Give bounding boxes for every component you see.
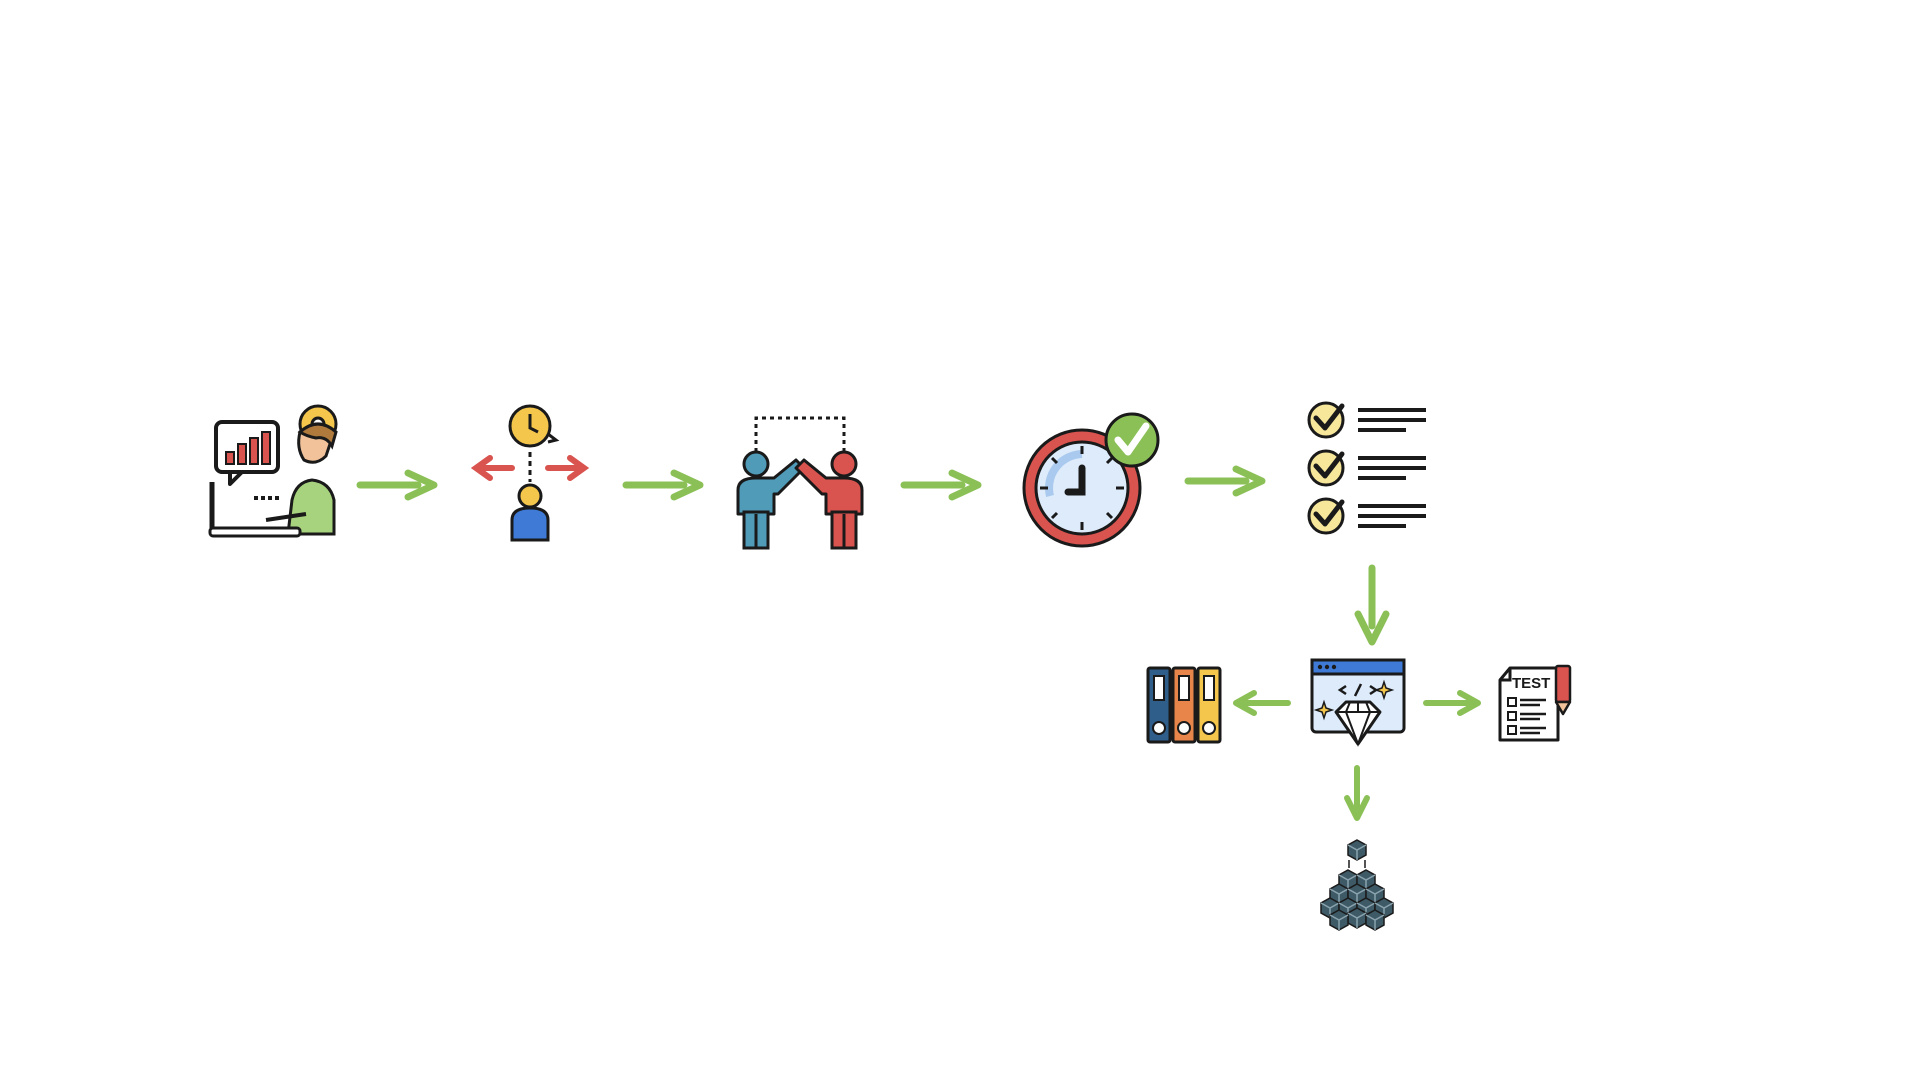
code-diamond-icon (1310, 658, 1406, 748)
checklist-icon (1306, 396, 1432, 538)
binders-icon (1146, 666, 1222, 744)
person-clock-arrows-icon (468, 404, 592, 542)
arrow-down-2 (1342, 765, 1372, 822)
arrow-right-1 (356, 469, 438, 501)
analyst-with-laptop-icon (208, 402, 350, 542)
arrow-right-2 (622, 469, 704, 501)
arrow-right-4 (1184, 465, 1266, 497)
arrow-right-5 (1423, 690, 1482, 716)
arrow-right-3 (900, 469, 982, 501)
arrow-left-1 (1232, 690, 1291, 716)
high-five-icon (734, 416, 866, 550)
cubes-icon (1316, 836, 1398, 931)
test-label: TEST (1512, 675, 1550, 692)
arrow-down-1 (1352, 564, 1392, 646)
clock-check-icon (1020, 408, 1166, 552)
test-sheet-icon: TEST (1496, 664, 1572, 744)
